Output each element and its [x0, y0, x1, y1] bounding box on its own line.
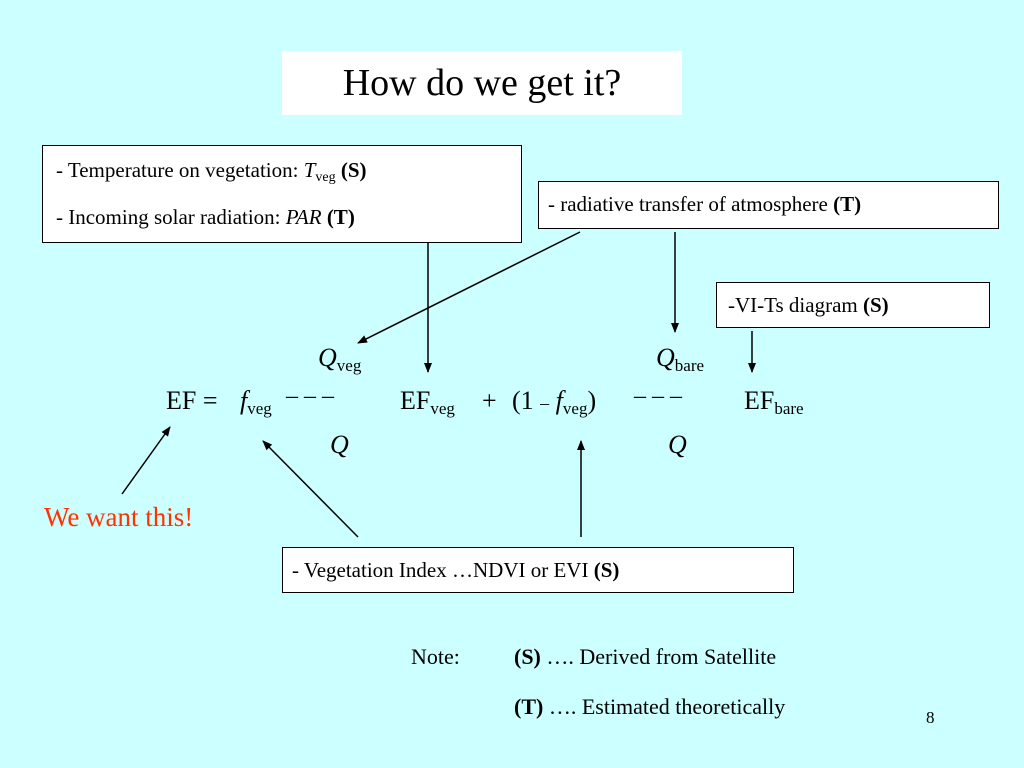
arrow-vi-to-fveg: [262, 440, 359, 538]
solar-label: - Incoming solar radiation:: [56, 205, 286, 229]
fraction2-dashes: – – –: [634, 383, 682, 409]
temperature-sub: veg: [315, 170, 336, 185]
arrow-rad-to-qveg: [357, 231, 581, 344]
fraction1-dashes: – – –: [286, 383, 334, 409]
eq-close-paren: ): [587, 386, 597, 415]
eq-f2-sub: veg: [562, 399, 588, 418]
radiative-tag: (T): [833, 192, 862, 216]
note-theory-tag: (T): [514, 694, 544, 719]
temperature-var: T: [303, 158, 316, 182]
temperature-tag: (S): [340, 158, 367, 182]
arrow-callout-to-ef: [121, 426, 171, 495]
vegetation-index-label: - Vegetation Index …NDVI or EVI: [292, 558, 594, 582]
equation-efveg: EFveg: [400, 386, 455, 418]
note-satellite-text: …. Derived from Satellite: [540, 644, 777, 669]
eq-efveg: EF: [400, 386, 431, 415]
fraction1-denominator: Q: [330, 432, 349, 458]
eq-qveg-sub: veg: [336, 356, 362, 375]
equation-ef-lhs: EF =: [166, 388, 218, 414]
slide-title: How do we get it?: [282, 51, 682, 115]
slide-title-text: How do we get it?: [342, 62, 622, 104]
equation-fveg: fveg: [240, 386, 272, 418]
eq-efbare-sub: bare: [774, 399, 804, 418]
eq-qveg: Q: [318, 343, 337, 372]
fraction1-bar: – – –: [286, 384, 334, 408]
eq-equals: =: [202, 386, 218, 415]
solar-var: PAR: [285, 205, 322, 229]
note-label-text: Note:: [411, 644, 460, 669]
note-satellite-tag: (S): [514, 644, 541, 669]
note-label: Note:: [411, 646, 460, 668]
eq-f-sub: veg: [247, 399, 272, 418]
fraction2-denominator: Q: [668, 432, 687, 458]
page-number: 8: [926, 708, 935, 728]
callout-text: We want this!: [44, 502, 194, 532]
page-number-text: 8: [926, 708, 935, 727]
eq-minus: –: [540, 393, 550, 413]
note-satellite: (S) …. Derived from Satellite: [514, 646, 776, 668]
vits-label: -VI-Ts diagram: [728, 293, 863, 317]
temperature-par-box: - Temperature on vegetation: Tveg (S) - …: [42, 145, 522, 243]
note-theory: (T) …. Estimated theoretically: [514, 696, 785, 718]
we-want-this-callout: We want this!: [44, 502, 193, 533]
vi-ts-diagram-box: -VI-Ts diagram (S): [716, 282, 990, 328]
eq-efbare: EF: [744, 386, 775, 415]
eq-efveg-sub: veg: [430, 399, 455, 418]
note-theory-text: …. Estimated theoretically: [543, 694, 786, 719]
eq-q2: Q: [668, 430, 687, 459]
radiative-transfer-box: - radiative transfer of atmosphere (T): [538, 181, 999, 229]
radiative-label: - radiative transfer of atmosphere: [548, 192, 834, 216]
temperature-line: - Temperature on vegetation: Tveg (S): [56, 160, 521, 185]
solar-tag: (T): [326, 205, 355, 229]
fraction2-bar: – – –: [634, 384, 682, 408]
vits-tag: (S): [862, 293, 889, 317]
eq-f: f: [240, 386, 248, 415]
eq-one-paren: (1: [512, 386, 534, 415]
equation-one-minus-fveg: (1 – fveg): [512, 386, 597, 418]
vegetation-index-box: - Vegetation Index …NDVI or EVI (S): [282, 547, 794, 593]
eq-qbare: Q: [656, 343, 675, 372]
fraction2-numerator: Qbare: [656, 343, 705, 375]
vegetation-index-tag: (S): [593, 558, 620, 582]
solar-line: - Incoming solar radiation: PAR (T): [56, 207, 521, 228]
temperature-label: - Temperature on vegetation:: [56, 158, 304, 182]
fraction1-numerator: Qveg: [318, 343, 362, 375]
eq-f2: f: [555, 386, 563, 415]
equation-plus: +: [482, 388, 497, 414]
eq-q1: Q: [330, 430, 349, 459]
eq-plus: +: [482, 386, 497, 415]
equation-efbare: EFbare: [744, 386, 804, 418]
eq-qbare-sub: bare: [674, 356, 705, 375]
eq-ef-label: EF: [166, 386, 197, 415]
